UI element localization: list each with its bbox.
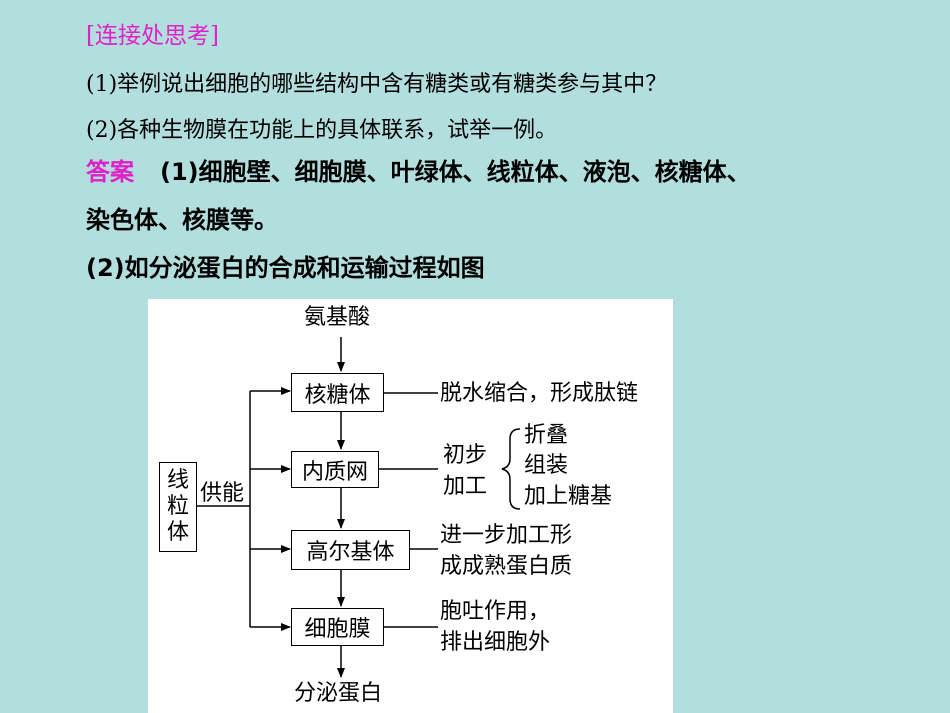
- input-label: 氨基酸: [304, 305, 371, 330]
- er-brace: [501, 428, 521, 510]
- er-group-label-1: 初步: [443, 443, 488, 468]
- golgi-desc-2: 成成熟蛋白质: [440, 554, 573, 579]
- cell-membrane-box: 细胞膜: [291, 608, 384, 646]
- er-group-label-2: 加工: [443, 474, 488, 499]
- mitochondria-char-3: 体: [166, 520, 189, 545]
- diagram-arrows: [197, 337, 521, 678]
- er-step-1: 折叠: [524, 423, 569, 448]
- question-2: (2)各种生物膜在功能上的具体联系，试举一例。: [86, 118, 558, 143]
- answer-line-2: 染色体、核膜等。: [86, 206, 278, 234]
- membrane-desc-2: 排出细胞外: [440, 630, 551, 655]
- energy-label: 供能: [200, 481, 245, 506]
- question-1: (1)举例说出细胞的哪些结构中含有糖类或有糖类参与其中？: [86, 72, 668, 97]
- answer-label: 答案: [86, 158, 134, 186]
- golgi-box: 高尔基体: [291, 530, 410, 570]
- mitochondria-char-2: 粒: [166, 494, 189, 519]
- mitochondria-box: 线 粒 体: [159, 462, 197, 552]
- answer-line-1: 答案 (1)细胞壁、细胞膜、叶绿体、线粒体、液泡、核糖体、: [86, 152, 751, 187]
- output-label: 分泌蛋白: [294, 681, 383, 706]
- answer-line-3: (2)如分泌蛋白的合成和运输过程如图: [86, 254, 485, 282]
- mitochondria-char-1: 线: [166, 468, 189, 493]
- ribosome-box: 核糖体: [291, 373, 384, 412]
- ribosome-desc: 脱水缩合，形成肽链: [440, 381, 639, 406]
- membrane-desc-1: 胞吐作用，: [440, 599, 551, 624]
- secretion-diagram: 氨基酸 线 粒 体 供能 核糖体 内质网 高尔基体 细胞膜 脱水缩合，形成肽链 …: [148, 299, 673, 713]
- er-box: 内质网: [291, 451, 379, 488]
- golgi-desc-1: 进一步加工形: [440, 523, 573, 548]
- er-step-3: 加上糖基: [524, 484, 613, 509]
- answer-text-1: (1)细胞壁、细胞膜、叶绿体、线粒体、液泡、核糖体、: [160, 158, 751, 186]
- er-step-2: 组装: [524, 453, 569, 478]
- section-heading: [连接处思考]: [86, 23, 219, 49]
